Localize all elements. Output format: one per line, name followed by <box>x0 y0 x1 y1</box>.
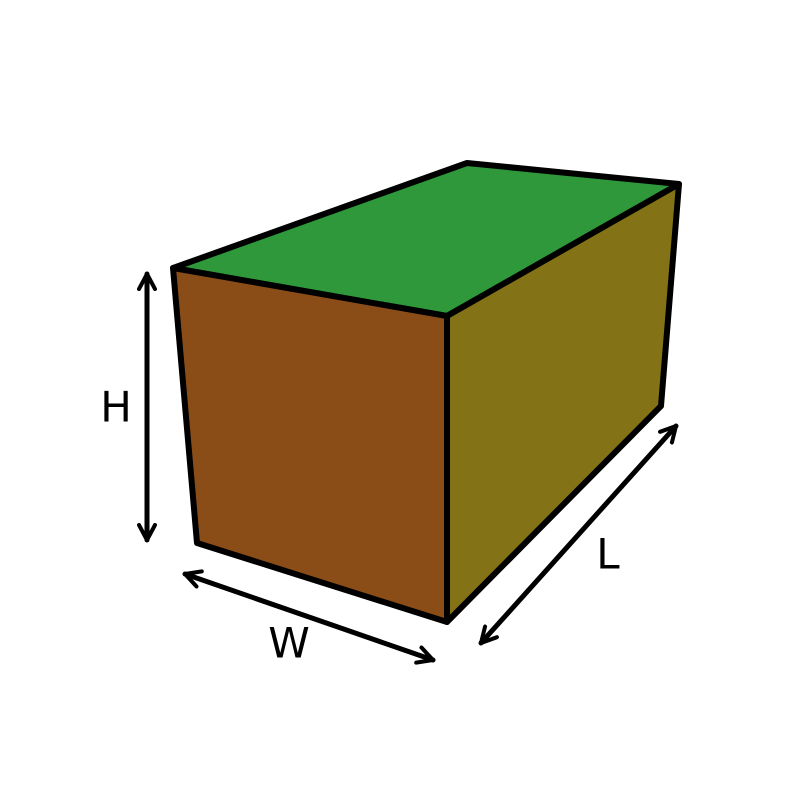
length-dimension: L <box>478 423 679 646</box>
length-label: L <box>596 530 620 579</box>
height-dimension: H <box>100 271 157 543</box>
height-label: H <box>100 383 132 432</box>
width-label: W <box>268 619 310 668</box>
width-dimension: W <box>182 569 436 668</box>
box-front-face <box>170 265 450 625</box>
width-arrow <box>182 569 436 665</box>
length-arrow <box>478 423 679 646</box>
